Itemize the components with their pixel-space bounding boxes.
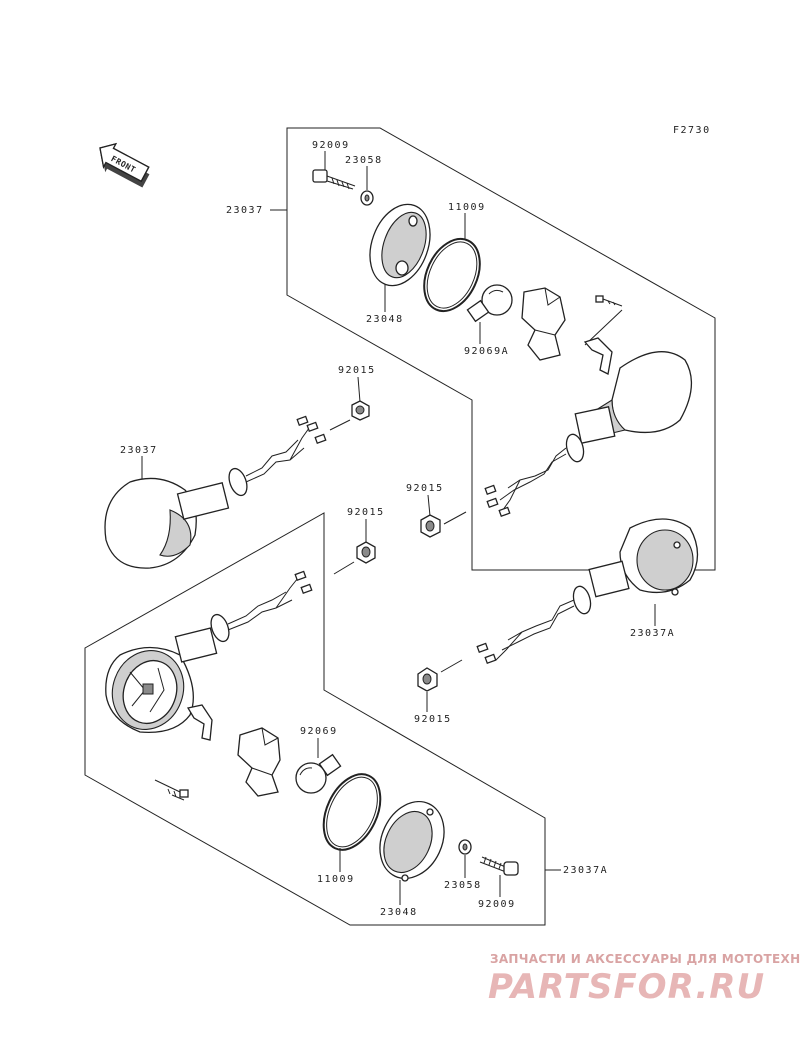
upper-bulb: [466, 284, 513, 323]
label-upper-lens: 23048: [366, 314, 404, 325]
lower-washer: [458, 839, 472, 855]
lower-bolt: [479, 856, 519, 876]
lower-lens: [379, 800, 445, 882]
upper-lens: [369, 203, 431, 287]
lower-clip: [186, 704, 213, 741]
lower-gasket: [322, 773, 382, 851]
lower-bulb: [295, 753, 342, 794]
middle-left-turn-signal: [104, 415, 327, 569]
middle-right-turn-signal: [476, 518, 699, 665]
upper-turn-signal: [484, 351, 693, 518]
label-middle-nut-lower: 92015: [414, 714, 452, 725]
figure-code: F2730: [673, 125, 711, 136]
middle-nut-upper: [351, 400, 370, 421]
upper-small-screw: [584, 295, 623, 346]
upper-washer: [360, 190, 374, 206]
middle-nut-right: [420, 514, 441, 538]
label-lower-bolt: 92009: [478, 899, 516, 910]
label-upper-gasket: 11009: [448, 202, 486, 213]
label-upper-bulb: 92069A: [464, 346, 509, 357]
label-upper-bolt: 92009: [312, 140, 350, 151]
label-upper-washer: 23058: [345, 155, 383, 166]
lower-socket-bracket: [237, 727, 281, 797]
label-middle-right-assembly: 23037A: [630, 628, 675, 639]
upper-clip: [583, 337, 613, 375]
lower-small-screw: [154, 779, 189, 801]
label-lower-bulb: 92069: [300, 726, 338, 737]
label-lower-gasket: 11009: [317, 874, 355, 885]
lower-turn-signal-housing: [105, 570, 313, 734]
watermark-logo: PARTSFOR.RU: [488, 967, 765, 1007]
label-lower-lens: 23048: [380, 907, 418, 918]
label-middle-nut-right: 92015: [406, 483, 444, 494]
label-upper-assembly: 23037: [226, 205, 264, 216]
middle-nut-left: [356, 541, 376, 564]
upper-bolt: [312, 169, 356, 190]
label-middle-nut-left: 92015: [347, 507, 385, 518]
watermark-caption: ЗАПЧАСТИ И АКСЕССУАРЫ ДЛЯ МОТОТЕХНИКИ: [490, 952, 800, 966]
label-lower-washer: 23058: [444, 880, 482, 891]
label-middle-nut-upper: 92015: [338, 365, 376, 376]
front-arrow-badge: FRONT: [99, 142, 150, 188]
middle-nut-lower: [417, 667, 438, 692]
label-middle-left-assembly: 23037: [120, 445, 158, 456]
upper-socket-bracket: [521, 287, 566, 361]
label-lower-assembly: 23037A: [563, 865, 608, 876]
upper-gasket: [423, 237, 481, 313]
lower-group-outline: [84, 512, 546, 926]
